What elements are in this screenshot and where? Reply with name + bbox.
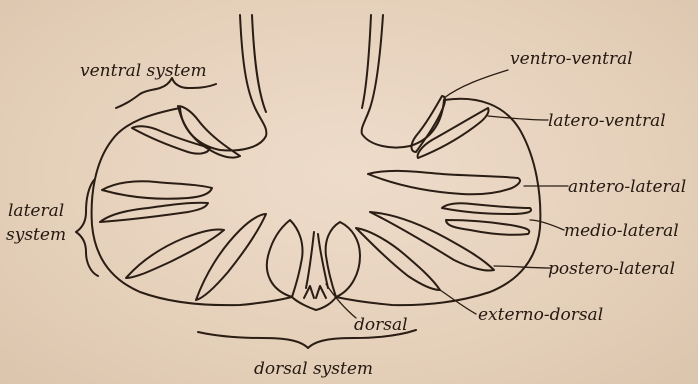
label-system: system [6,225,66,245]
label-lateral: lateral [8,201,64,221]
label-latero-ventral: latero-ventral [548,111,666,131]
cord-outline [92,15,541,305]
label-ventral-system: ventral system [80,61,207,81]
label-externo-dorsal: externo-dorsal [478,305,603,325]
right-lobules [356,96,531,290]
label-ventro-ventral: ventro-ventral [510,49,633,69]
left-lobules [100,106,266,300]
label-antero-lateral: antero-lateral [568,177,686,197]
label-medio-lateral: medio-lateral [564,221,679,241]
label-dorsal-system: dorsal system [254,359,373,379]
dorsal-notch [267,220,360,310]
label-postero-lateral: postero-lateral [548,259,675,279]
label-dorsal: dorsal [354,315,408,335]
